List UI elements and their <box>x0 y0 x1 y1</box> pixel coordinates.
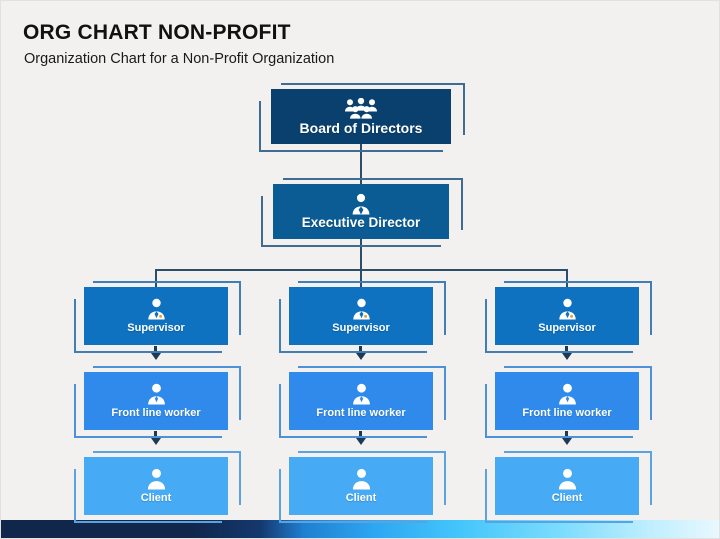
page-subtitle: Organization Chart for a Non-Profit Orga… <box>24 51 335 67</box>
node-front-line-worker-2[interactable]: Front line worker <box>279 366 446 438</box>
card-supervisor-3[interactable]: Supervisor <box>495 287 639 345</box>
person-plain-icon <box>146 468 167 490</box>
node-client-3[interactable]: Client <box>485 451 652 523</box>
node-client-2[interactable]: Client <box>279 451 446 523</box>
person-plain-icon <box>351 468 372 490</box>
arrow-flw-cli-1 <box>151 438 161 445</box>
person-suit-icon <box>350 193 372 215</box>
frame-bottom-left <box>259 101 443 152</box>
card-board-of-directors[interactable]: Board of Directors <box>271 89 451 144</box>
node-label: Supervisor <box>127 321 185 334</box>
node-label: Client <box>551 491 583 504</box>
person-icon <box>146 383 167 405</box>
card-executive-director[interactable]: Executive Director <box>273 184 449 239</box>
frame-top-right <box>504 451 652 505</box>
arrow-stem-flw-cli-3 <box>565 431 568 439</box>
frame-top-right <box>283 178 463 230</box>
frame-top-right <box>93 366 241 420</box>
connector-bus-supervisor-3 <box>566 269 568 287</box>
node-supervisor-2[interactable]: Supervisor <box>279 281 446 353</box>
frame-bottom-left <box>74 469 222 523</box>
arrow-sup-flw-3 <box>562 353 572 360</box>
node-label: Board of Directors <box>299 119 423 136</box>
frame-bottom-left <box>485 384 633 438</box>
bottom-accent-bar <box>1 520 719 538</box>
frame-top-right <box>93 451 241 505</box>
node-supervisor-3[interactable]: Supervisor <box>485 281 652 353</box>
card-front-line-worker-3[interactable]: Front line worker <box>495 372 639 430</box>
node-label: Client <box>140 491 172 504</box>
card-client-2[interactable]: Client <box>289 457 433 515</box>
person-icon <box>351 383 372 405</box>
node-front-line-worker-1[interactable]: Front line worker <box>74 366 241 438</box>
page-title: ORG CHART NON-PROFIT <box>23 21 291 44</box>
arrow-stem-sup-flw-1 <box>154 346 157 354</box>
frame-bottom-left <box>279 469 427 523</box>
arrow-sup-flw-2 <box>356 353 366 360</box>
frame-bottom-left <box>485 299 633 353</box>
arrow-stem-flw-cli-1 <box>154 431 157 439</box>
arrow-flw-cli-3 <box>562 438 572 445</box>
arrow-stem-sup-flw-2 <box>359 346 362 354</box>
card-supervisor-2[interactable]: Supervisor <box>289 287 433 345</box>
node-client-1[interactable]: Client <box>74 451 241 523</box>
frame-top-right <box>298 366 446 420</box>
frame-top-right <box>504 281 652 335</box>
frame-top-right <box>281 83 465 135</box>
frame-bottom-left <box>74 299 222 353</box>
connector-bus-supervisor-2 <box>360 269 362 287</box>
card-front-line-worker-2[interactable]: Front line worker <box>289 372 433 430</box>
person-badge-icon <box>351 298 372 320</box>
node-label: Supervisor <box>538 321 596 334</box>
node-board-of-directors[interactable]: Board of Directors <box>259 83 465 152</box>
arrow-stem-flw-cli-2 <box>359 431 362 439</box>
node-label: Client <box>345 491 377 504</box>
arrow-flw-cli-2 <box>356 438 366 445</box>
node-label: Front line worker <box>316 406 406 419</box>
node-label: Executive Director <box>301 214 421 230</box>
frame-bottom-left <box>279 384 427 438</box>
frame-top-right <box>93 281 241 335</box>
card-front-line-worker-1[interactable]: Front line worker <box>84 372 228 430</box>
frame-bottom-left <box>279 299 427 353</box>
frame-top-right <box>298 281 446 335</box>
card-client-1[interactable]: Client <box>84 457 228 515</box>
connector-bus-supervisor-1 <box>155 269 157 287</box>
node-label: Front line worker <box>522 406 612 419</box>
node-label: Supervisor <box>332 321 390 334</box>
frame-bottom-left <box>485 469 633 523</box>
person-icon <box>557 383 578 405</box>
person-badge-icon <box>146 298 167 320</box>
frame-bottom-left <box>261 196 441 247</box>
node-supervisor-1[interactable]: Supervisor <box>74 281 241 353</box>
frame-bottom-left <box>74 384 222 438</box>
arrow-stem-sup-flw-3 <box>565 346 568 354</box>
card-client-3[interactable]: Client <box>495 457 639 515</box>
node-front-line-worker-3[interactable]: Front line worker <box>485 366 652 438</box>
team-group-icon <box>344 97 378 119</box>
frame-top-right <box>298 451 446 505</box>
person-badge-icon <box>557 298 578 320</box>
card-supervisor-1[interactable]: Supervisor <box>84 287 228 345</box>
connector-board-executive <box>360 144 362 184</box>
frame-top-right <box>504 366 652 420</box>
node-executive-director[interactable]: Executive Director <box>261 178 463 247</box>
person-plain-icon <box>557 468 578 490</box>
connector-executive-bus <box>360 239 362 271</box>
node-label: Front line worker <box>111 406 201 419</box>
arrow-sup-flw-1 <box>151 353 161 360</box>
